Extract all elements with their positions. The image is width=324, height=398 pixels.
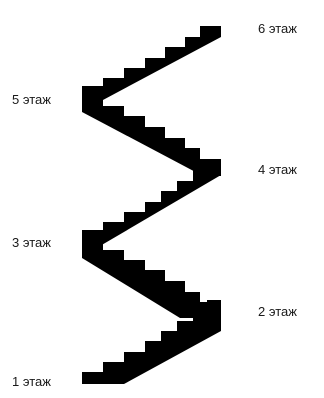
floor-label-1: 1 этаж: [12, 374, 51, 389]
floor-label-2: 2 этаж: [258, 304, 297, 319]
floor-label-3: 3 этаж: [12, 235, 51, 250]
floor-label-6: 6 этаж: [258, 21, 297, 36]
stair-flight-5: [82, 26, 221, 100]
floor-label-4: 4 этаж: [258, 162, 297, 177]
floor-label-5: 5 этаж: [12, 92, 51, 107]
